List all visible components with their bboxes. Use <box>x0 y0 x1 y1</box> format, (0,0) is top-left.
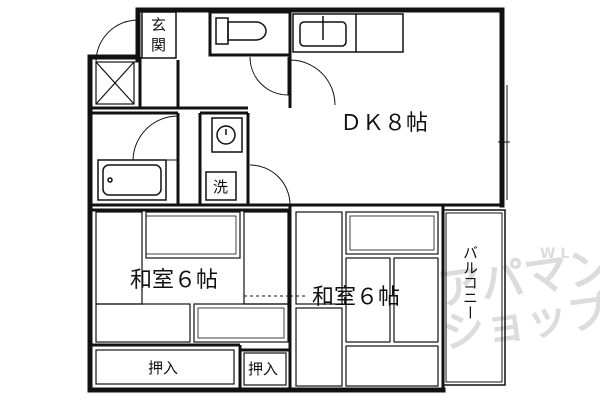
genkan: 玄 関 <box>141 11 177 59</box>
tatami-left <box>95 211 289 343</box>
bathtub-icon <box>97 159 167 201</box>
oshiire-left: 押入 <box>95 349 235 385</box>
entry-door <box>95 19 139 63</box>
watermark-small: W L <box>540 246 569 262</box>
dk-door <box>289 59 336 106</box>
genkan-label-2: 関 <box>151 36 166 54</box>
washitsu-left-label: 和室６帖 <box>130 268 218 293</box>
tatami-right <box>295 211 439 387</box>
closet-box <box>95 61 135 105</box>
oshiire-right-label: 押入 <box>248 360 278 378</box>
watermark: アパマン ショップ W L <box>434 241 600 358</box>
dk-label: ＤＫ８帖 <box>340 111 428 136</box>
bath-door <box>132 115 179 161</box>
sen-label: 洗 <box>213 178 228 196</box>
balcony-label: バルコニー <box>461 245 479 320</box>
toilet-icon <box>215 17 267 45</box>
dk-window <box>498 85 510 200</box>
corridor-door <box>249 164 291 206</box>
genkan-label-1: 玄 <box>151 16 166 34</box>
interior-walls <box>90 10 506 390</box>
kitchen-counter <box>292 13 404 53</box>
oshiire-left-label: 押入 <box>148 359 178 377</box>
outer-walls <box>87 7 505 393</box>
washing-machine: 洗 <box>205 171 237 201</box>
washitsu-right-label: 和室６帖 <box>312 285 400 310</box>
oshiire-right: 押入 <box>243 352 287 386</box>
washbasin-icon <box>211 117 243 153</box>
toilet-door <box>249 56 289 96</box>
